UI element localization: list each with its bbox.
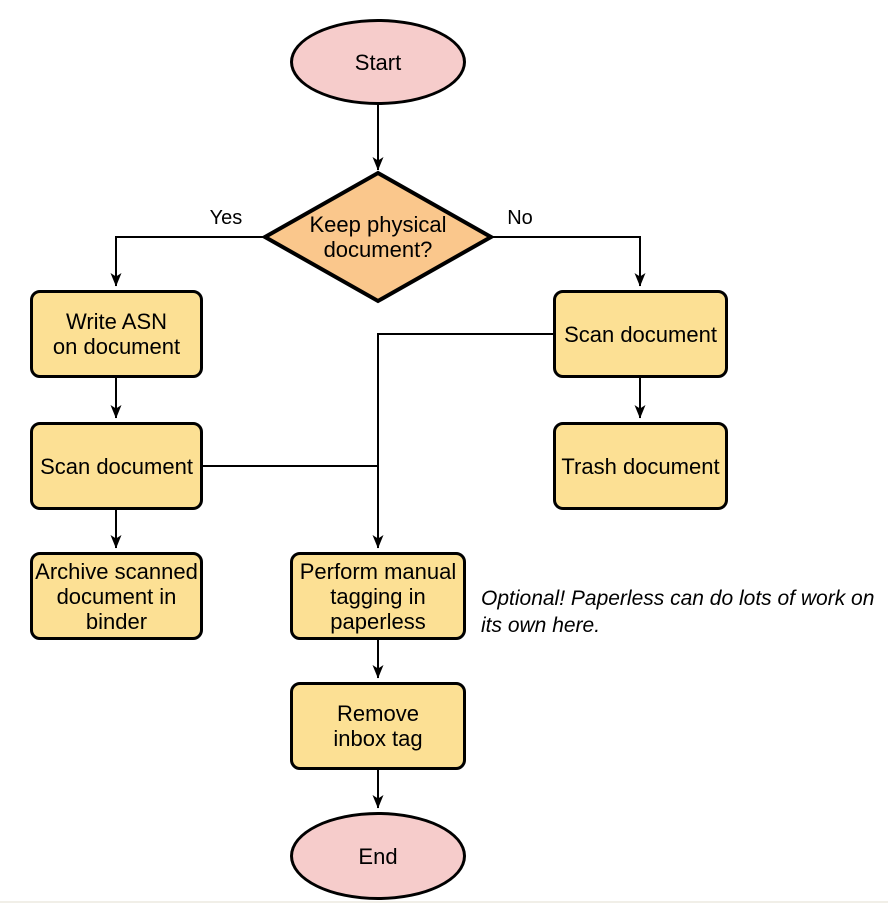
node-write-asn-label: on document [52, 334, 181, 359]
node-decision-label: Keep physical [309, 212, 447, 237]
bottom-divider [0, 901, 888, 903]
node-perform-label: Perform manual [299, 558, 457, 584]
edge-decision-no-to-scan-right [490, 236, 646, 287]
node-archive-label: document in [56, 583, 177, 609]
node-perform-label: paperless [330, 608, 426, 634]
edge-label-no: No [507, 207, 533, 229]
node-remove-label: Remove [337, 701, 419, 726]
node-archive-scanned-document: Archive scanned document in binder [30, 552, 203, 640]
caption-line: its own here. [481, 614, 601, 637]
edge-scan-right-to-perform-tagging [372, 333, 553, 549]
node-start-label: Start [354, 49, 402, 75]
caption-line: Optional! Paperless can do lots of work … [481, 587, 875, 610]
node-archive-label: Archive scanned [35, 558, 198, 584]
node-scan-right-label: Scan document [564, 321, 717, 347]
edge-decision-yes-to-write-asn [110, 236, 266, 287]
node-end-label: End [358, 843, 398, 869]
node-write-asn-label: Write ASN [65, 309, 168, 334]
node-perform-manual-tagging: Perform manual tagging in paperless [290, 552, 466, 640]
node-write-asn-on-document: Write ASN on document [30, 290, 203, 378]
node-perform-label: tagging in [330, 583, 426, 609]
node-decision-label: document? [323, 237, 433, 262]
node-scan-document-left: Scan document [30, 422, 203, 510]
node-end: End [290, 812, 466, 900]
node-remove-label: inbox tag [333, 726, 423, 751]
node-scan-left-label: Scan document [40, 453, 193, 479]
node-trash-document: Trash document [553, 422, 728, 510]
node-archive-label: binder [85, 608, 148, 634]
node-trash-label: Trash document [561, 453, 720, 479]
node-decision-keep-physical-document: Keep physical document? [260, 170, 496, 304]
edge-label-yes: Yes [209, 207, 243, 229]
caption-optional-note: Optional! Paperless can do lots of work … [481, 585, 888, 639]
decision-diamond-shape [260, 170, 496, 304]
node-scan-document-right: Scan document [553, 290, 728, 378]
node-start: Start [290, 19, 466, 105]
node-remove-inbox-tag: Remove inbox tag [290, 682, 466, 770]
